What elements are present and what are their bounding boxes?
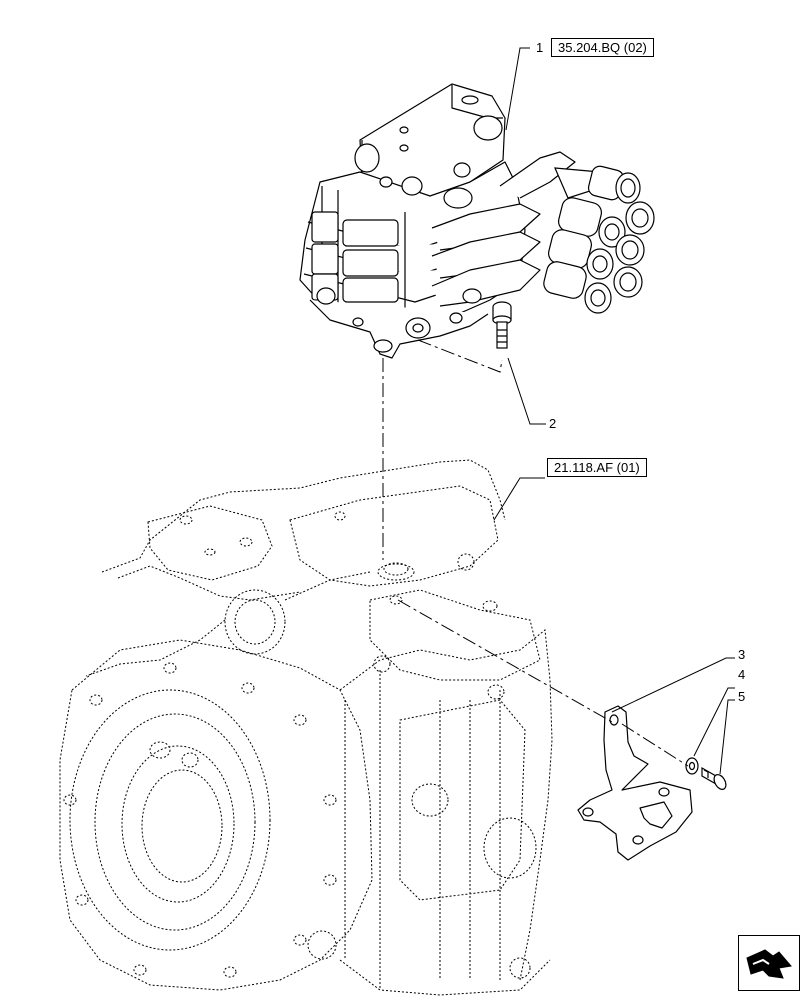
callout-5: 5 — [738, 689, 746, 704]
leader-lines — [493, 47, 735, 775]
callout-4: 4 — [738, 667, 746, 682]
mounting-bolt — [492, 301, 512, 349]
mounting-bracket — [577, 705, 693, 861]
quick-coupler-group — [543, 165, 655, 314]
valve-reference-link[interactable]: 35.204.BQ (02) — [551, 38, 654, 57]
transmission-housing — [59, 459, 553, 996]
callout-2: 2 — [549, 416, 557, 431]
next-page-arrow-icon — [746, 949, 792, 979]
valve-block-assembly — [299, 83, 576, 359]
callout-3: 3 — [738, 647, 746, 662]
assembly-centerlines — [382, 339, 689, 767]
next-page-button[interactable] — [738, 935, 800, 991]
callout-1: 1 — [536, 40, 544, 55]
bracket-bolt — [701, 766, 727, 790]
housing-reference-link[interactable]: 21.118.AF (01) — [547, 458, 647, 477]
washer — [685, 757, 699, 775]
